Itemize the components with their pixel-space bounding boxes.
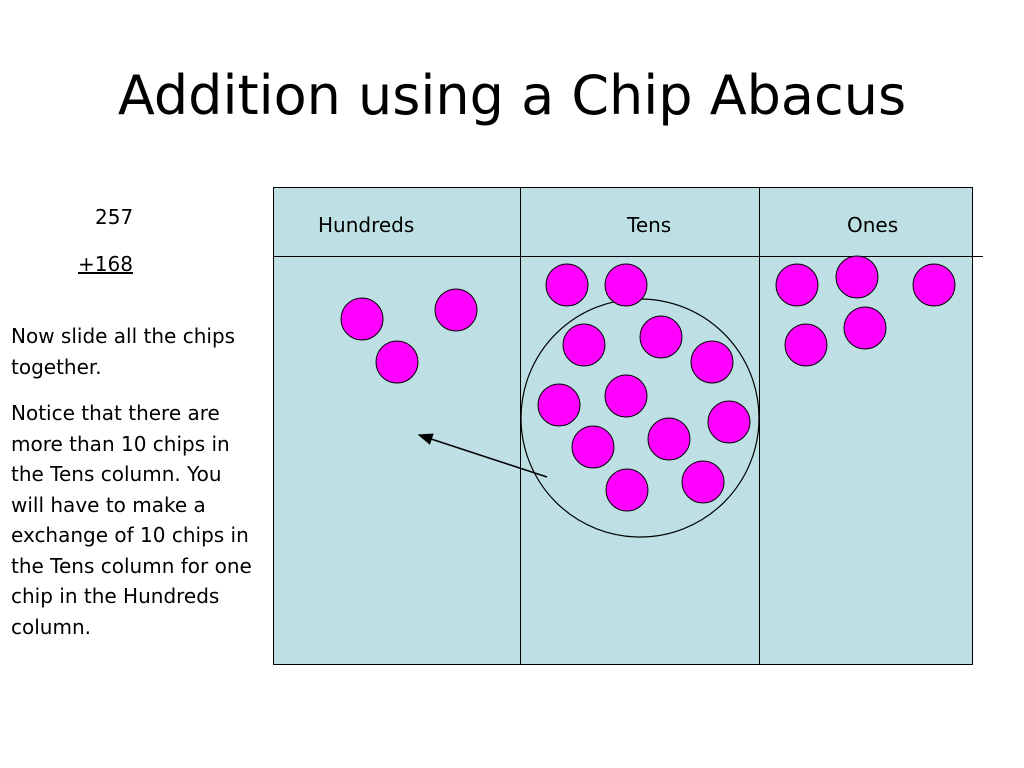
chip-ones (835, 255, 879, 299)
chip-ones (912, 263, 956, 307)
chip-ones (784, 323, 828, 367)
chip-hundreds (375, 340, 419, 384)
chip-tens (604, 263, 648, 307)
instruction-slide: Now slide all the chips together. (11, 324, 236, 379)
header-divider (273, 256, 983, 257)
column-header-tens: Tens (627, 213, 672, 237)
chip-tens (605, 468, 649, 512)
exchange-arrow (417, 433, 548, 478)
instruction-exchange: Notice that there are more than 10 chips… (11, 401, 252, 639)
addend-2: +168 (78, 252, 133, 276)
chip-tens (681, 460, 725, 504)
chip-ones (843, 306, 887, 350)
chip-tens (545, 263, 589, 307)
ones-chips (775, 255, 956, 367)
chip-tens (639, 315, 683, 359)
chip-ones (775, 263, 819, 307)
tens-chips (537, 263, 751, 512)
chip-tens (571, 425, 615, 469)
column-divider-tens-ones (759, 187, 760, 665)
column-header-ones: Ones (847, 213, 899, 237)
column-divider-hundreds-tens (520, 187, 521, 665)
addend-1: 257 (95, 205, 134, 229)
chip-hundreds (340, 297, 384, 341)
chip-tens (562, 323, 606, 367)
chip-tens (707, 400, 751, 444)
column-header-hundreds: Hundreds (318, 213, 415, 237)
slide-title: Addition using a Chip Abacus (117, 64, 907, 127)
hundreds-chips (340, 288, 478, 384)
chip-tens (604, 374, 648, 418)
chip-hundreds (434, 288, 478, 332)
chip-tens (690, 340, 734, 384)
chip-tens (647, 417, 691, 461)
chip-tens (537, 383, 581, 427)
